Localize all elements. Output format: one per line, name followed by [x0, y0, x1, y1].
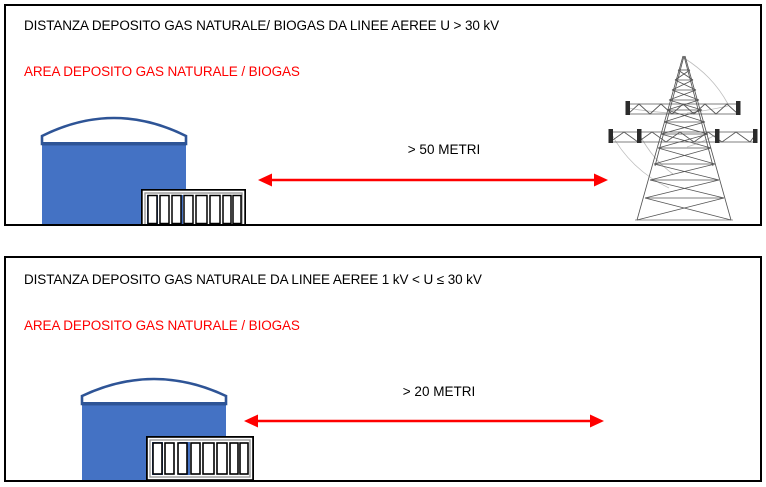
gas-storage-tank-icon	[40, 100, 188, 224]
fence-gate-icon	[146, 436, 254, 480]
fence-gate-icon	[141, 189, 246, 224]
distance-label-medium-voltage: > 20 METRI	[402, 384, 476, 399]
panel-subtitle-medium-voltage: AREA DEPOSITO GAS NATURALE / BIOGAS	[24, 318, 300, 333]
panel-title-high-voltage: DISTANZA DEPOSITO GAS NATURALE/ BIOGAS D…	[24, 18, 499, 33]
double-headed-arrow-icon	[258, 169, 608, 191]
panel-high-voltage: DISTANZA DEPOSITO GAS NATURALE/ BIOGAS D…	[4, 4, 762, 226]
distance-dimension-high-voltage: > 50 METRI	[258, 142, 608, 190]
panel-subtitle-high-voltage: AREA DEPOSITO GAS NATURALE / BIOGAS	[24, 64, 300, 79]
distance-dimension-medium-voltage: > 20 METRI	[244, 384, 604, 432]
distance-label-high-voltage: > 50 METRI	[407, 142, 481, 157]
panel-medium-voltage: DISTANZA DEPOSITO GAS NATURALE DA LINEE …	[4, 256, 762, 482]
double-headed-arrow-icon	[244, 410, 604, 432]
panel-title-medium-voltage: DISTANZA DEPOSITO GAS NATURALE DA LINEE …	[24, 272, 482, 287]
transmission-tower-icon	[607, 48, 759, 224]
